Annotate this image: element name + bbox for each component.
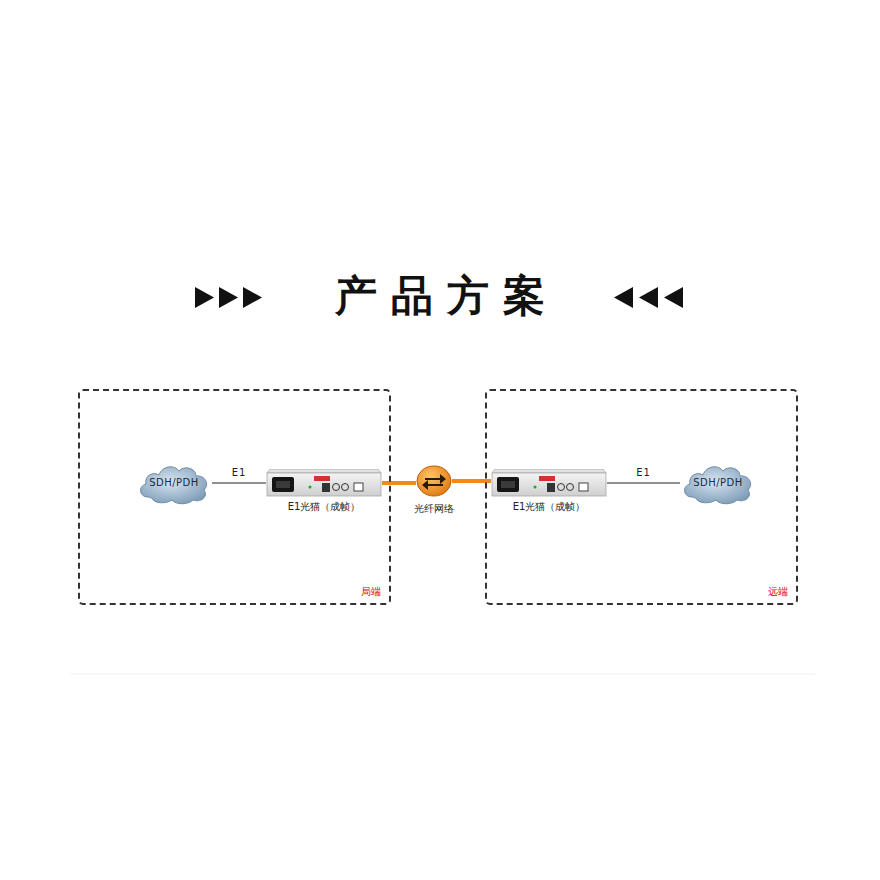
device-caption: 光纤网络 (404, 502, 464, 516)
cloud-label: SDH/PDH (149, 477, 199, 489)
site-region: 远端 E1光猫（成帧） SDH/PDH (485, 389, 798, 605)
modem-device: E1光猫（成帧） (262, 469, 386, 516)
edge-label-holder: E1 (634, 461, 653, 480)
signal-label: E1 (230, 467, 249, 478)
network-cloud: SDH/PDH (680, 459, 756, 507)
e1-link (607, 483, 680, 484)
title-arrows-right (614, 287, 683, 308)
shape-anchor (487, 469, 611, 497)
site-label: 局端 (361, 585, 381, 599)
e1-modem-illustration (491, 469, 607, 497)
e1-modem-illustration (266, 469, 382, 497)
shape-anchor (262, 469, 386, 497)
divider-line (70, 674, 815, 675)
edge-label-holder: E1 (230, 461, 249, 480)
site-label: 远端 (768, 585, 788, 599)
device-caption: E1光猫（成帧） (262, 500, 386, 514)
cloud-label: SDH/PDH (693, 477, 743, 489)
fiber-link (382, 481, 416, 485)
modem-device: E1光猫（成帧） (487, 469, 611, 516)
title-arrows-left (195, 287, 262, 308)
site-region: 局端 SDH/PDH E1光猫（成帧） (78, 389, 391, 605)
page-title: 产品方案 (321, 268, 559, 324)
title-holder: 产品方案 (0, 268, 880, 324)
fiber-network: 光纤网络 (404, 463, 464, 518)
shape-anchor (404, 463, 464, 499)
e1-link (212, 483, 266, 484)
signal-label: E1 (634, 467, 653, 478)
network-cloud: SDH/PDH (136, 459, 212, 507)
fiber-network-icon (416, 463, 452, 499)
device-caption: E1光猫（成帧） (487, 500, 611, 514)
